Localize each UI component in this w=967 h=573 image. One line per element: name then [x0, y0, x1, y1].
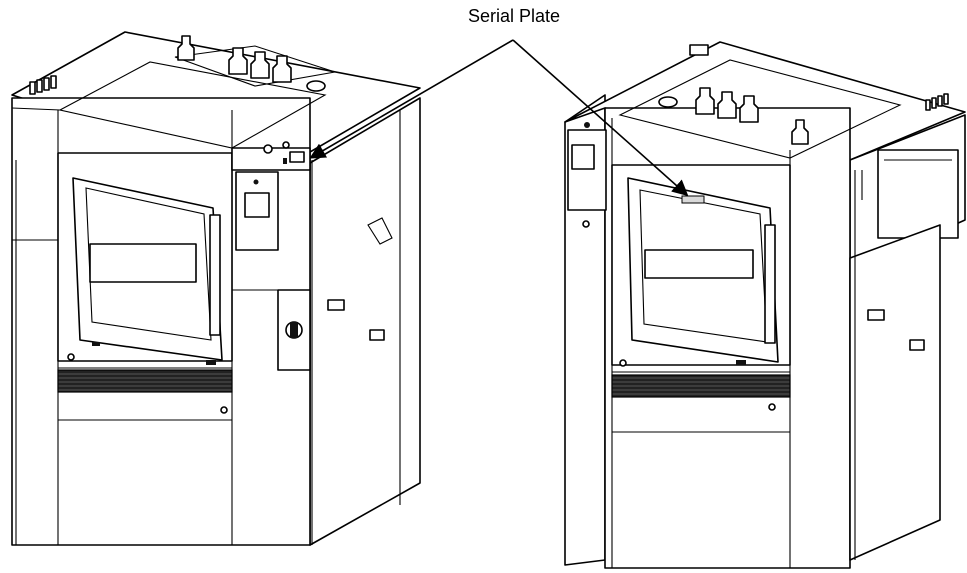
display-icon — [571, 144, 595, 170]
serial-plate-left — [289, 151, 305, 163]
right-machine — [564, 41, 966, 569]
side-handle-icon — [867, 309, 885, 321]
callout-arrow-right — [512, 39, 689, 197]
water-valve-icon — [29, 75, 57, 95]
grille-icon — [57, 369, 233, 393]
inlet-connector-icon — [177, 35, 326, 92]
serial-plate-right — [681, 195, 705, 204]
side-handle-icon — [909, 339, 925, 351]
left-machine — [11, 31, 421, 546]
side-handle-icon — [327, 299, 345, 311]
inlet-connector-icon — [658, 87, 809, 145]
display-icon — [244, 192, 270, 218]
callout-arrow-left — [309, 39, 514, 159]
callout-arrows — [309, 39, 689, 197]
grille-icon — [611, 374, 791, 398]
side-handle-icon — [369, 329, 385, 341]
serial-plate-label: Serial Plate — [467, 6, 561, 26]
water-valve-icon — [925, 93, 949, 111]
